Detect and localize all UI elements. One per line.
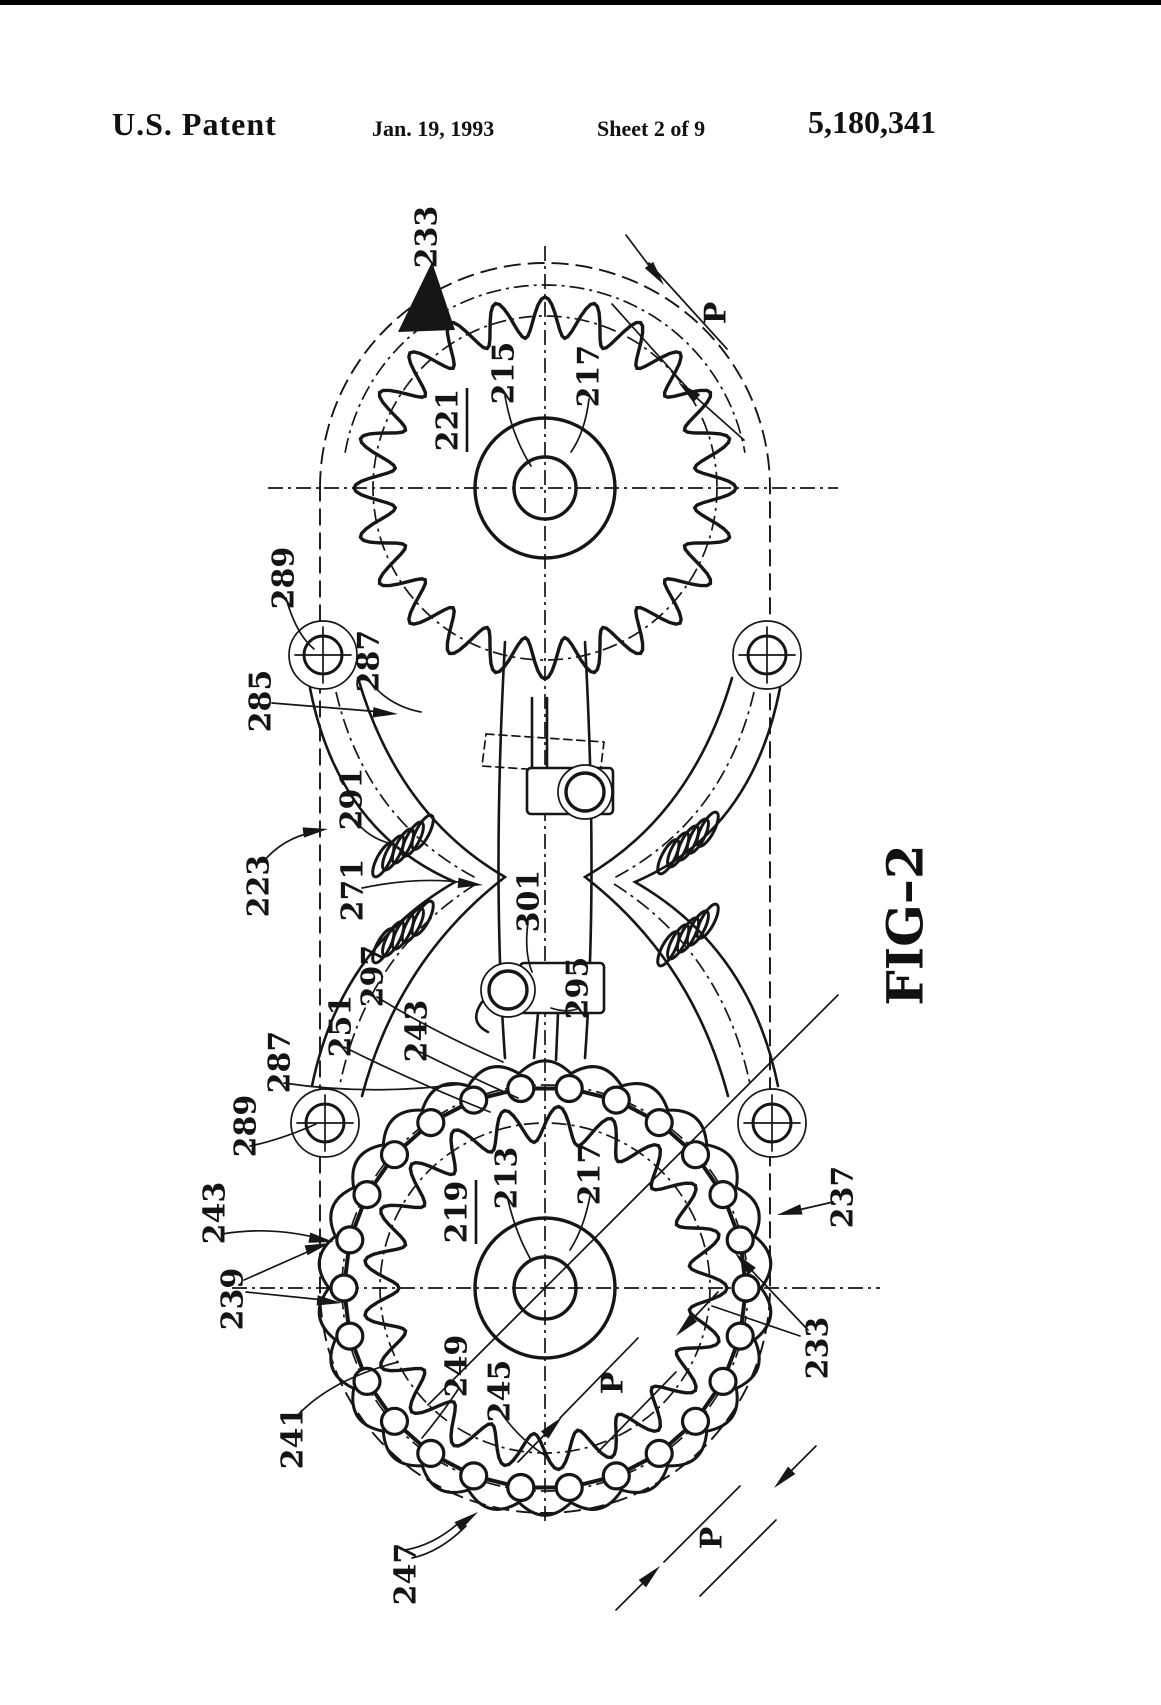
- chain-roller-243: [680, 1140, 711, 1170]
- ref-label-239: 239: [216, 1268, 251, 1331]
- chain-roller-243: [644, 1438, 674, 1469]
- ref-label-213: 213: [490, 1147, 525, 1210]
- bottom-sprocket-219: [363, 1104, 729, 1472]
- ref-label-251: 251: [324, 995, 359, 1058]
- chain-roller-243: [554, 1073, 584, 1104]
- ref-label-P: P: [699, 302, 734, 325]
- dimension-callouts: [517, 234, 817, 1611]
- ref-label-233: 233: [801, 1317, 836, 1380]
- ref-label-219: 219: [440, 1181, 475, 1244]
- chain-roller-243: [416, 1107, 446, 1138]
- top-sprocket-221: [352, 295, 738, 681]
- chain-roller-243: [506, 1073, 536, 1104]
- pawl-bottom: [474, 961, 606, 1062]
- chain-roller-243: [379, 1140, 410, 1170]
- ref-label-291: 291: [335, 768, 370, 831]
- chain-roller-243: [352, 1179, 382, 1210]
- patent-number: 5,180,341: [808, 104, 936, 140]
- pawl-top: [481, 696, 615, 820]
- ref-label-215: 215: [487, 342, 522, 405]
- right-plate-inner: [582, 676, 734, 1098]
- chain-roller-243: [335, 1321, 365, 1351]
- chain-roller-243: [416, 1438, 446, 1469]
- chain-roller-243: [644, 1107, 674, 1138]
- sheet-number: Sheet 2 of 9: [597, 116, 706, 141]
- scan-edge-bar: [0, 0, 1161, 5]
- issue-date: Jan. 19, 1993: [372, 116, 495, 141]
- chain-roller-243: [708, 1179, 738, 1210]
- ref-label-285: 285: [244, 670, 279, 733]
- chain-roller-243: [506, 1472, 536, 1503]
- ref-label-247: 247: [389, 1543, 424, 1606]
- patent-office-title: U.S. Patent: [112, 106, 277, 142]
- left-plate-inner: [356, 676, 508, 1098]
- ref-label-243: 243: [400, 1000, 435, 1063]
- bottom-bore-213: [512, 1255, 578, 1321]
- ref-label-223: 223: [242, 855, 277, 918]
- ref-label-289: 289: [267, 547, 302, 610]
- ref-label-243: 243: [198, 1182, 233, 1245]
- ref-label-245: 245: [483, 1360, 518, 1423]
- chain-roller-243: [379, 1406, 410, 1436]
- chain-roller-243: [459, 1461, 489, 1491]
- chain-roller-243: [731, 1273, 761, 1303]
- chain-roller-243: [708, 1366, 738, 1397]
- chain-roller-243: [335, 1225, 365, 1255]
- ref-label-297: 297: [356, 945, 391, 1008]
- ref-label-287: 287: [352, 630, 387, 693]
- ref-label-301: 301: [512, 870, 547, 933]
- chain-roller-243: [329, 1273, 359, 1303]
- bottom-hub-217: [473, 1216, 617, 1360]
- ref-label-P: P: [695, 1527, 730, 1550]
- chain-roller-243: [725, 1321, 755, 1351]
- ref-label-221: 221: [431, 389, 466, 452]
- frame-plates: [308, 676, 782, 1098]
- chain-roller-243: [601, 1461, 631, 1491]
- mounting-bolts-289: [288, 620, 807, 1158]
- tension-springs: [371, 810, 720, 968]
- ref-label-249: 249: [440, 1335, 475, 1398]
- top-hub-217: [473, 416, 617, 560]
- leader-lines: [221, 262, 834, 1559]
- top-sprocket-teeth: [352, 295, 738, 681]
- ref-label-P: P: [596, 1372, 631, 1395]
- ref-label-217: 217: [572, 345, 607, 408]
- ref-label-295: 295: [561, 957, 596, 1020]
- chain-roller-243: [601, 1085, 631, 1115]
- top-bore-215: [512, 455, 578, 521]
- bottom-sprocket-teeth-245: [363, 1104, 729, 1472]
- ref-label-289: 289: [229, 1095, 264, 1158]
- figure-caption: FIG–2: [876, 844, 935, 1005]
- chain-roller-243: [725, 1225, 755, 1255]
- chain-roller-243: [680, 1406, 711, 1436]
- ref-label-217: 217: [573, 1143, 608, 1206]
- wedge-233-top: [398, 262, 455, 332]
- ref-label-287: 287: [263, 1031, 298, 1094]
- ref-label-271: 271: [336, 859, 371, 922]
- ref-label-241: 241: [276, 1407, 311, 1470]
- right-plate-outer: [632, 686, 782, 1088]
- saw-chain-237: [317, 1059, 773, 1517]
- chain-roller-243: [554, 1472, 584, 1503]
- ref-label-233: 233: [410, 206, 445, 269]
- ref-label-237: 237: [826, 1166, 861, 1229]
